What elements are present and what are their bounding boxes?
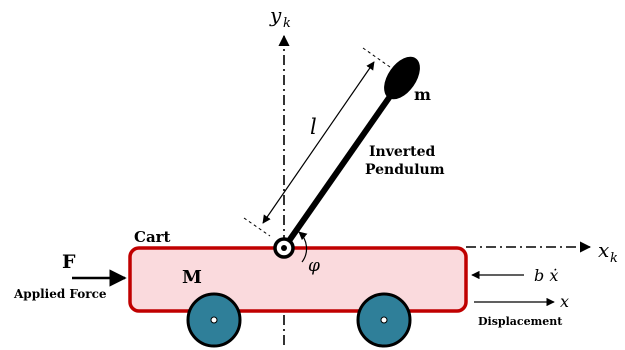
pivot-center	[281, 245, 287, 251]
y-axis-label: y k	[269, 3, 291, 31]
displacement-symbol-label: x	[560, 292, 569, 311]
applied-force-label: Applied Force	[13, 287, 107, 301]
x-axis-label: x k	[598, 238, 618, 266]
displacement-label: Displacement	[478, 315, 563, 328]
y-axis-label-sub: k	[283, 16, 291, 31]
length-dimension-arrow	[262, 61, 375, 224]
length-extension-top	[362, 47, 391, 68]
x-axis-label-base: x	[598, 238, 609, 262]
angle-label: φ	[308, 256, 320, 276]
right-wheel	[356, 292, 412, 348]
friction-label: b ẋ	[534, 266, 558, 285]
force-symbol-label: F	[62, 251, 76, 273]
length-extension-bottom	[243, 217, 271, 237]
cart-mass-label: M	[182, 267, 202, 288]
length-label: l	[310, 115, 317, 139]
cart-body	[128, 246, 468, 313]
x-axis-label-sub: k	[610, 251, 618, 266]
pendulum-mass-label: m	[414, 85, 431, 104]
pendulum-bob	[384, 56, 420, 100]
cart-label: Cart	[134, 228, 171, 246]
pendulum-title-line1: Inverted	[369, 144, 436, 160]
y-axis-label-base: y	[269, 3, 282, 27]
pendulum-title-line2: Pendulum	[365, 162, 445, 178]
left-wheel	[186, 292, 242, 348]
angle-arc	[298, 231, 308, 263]
